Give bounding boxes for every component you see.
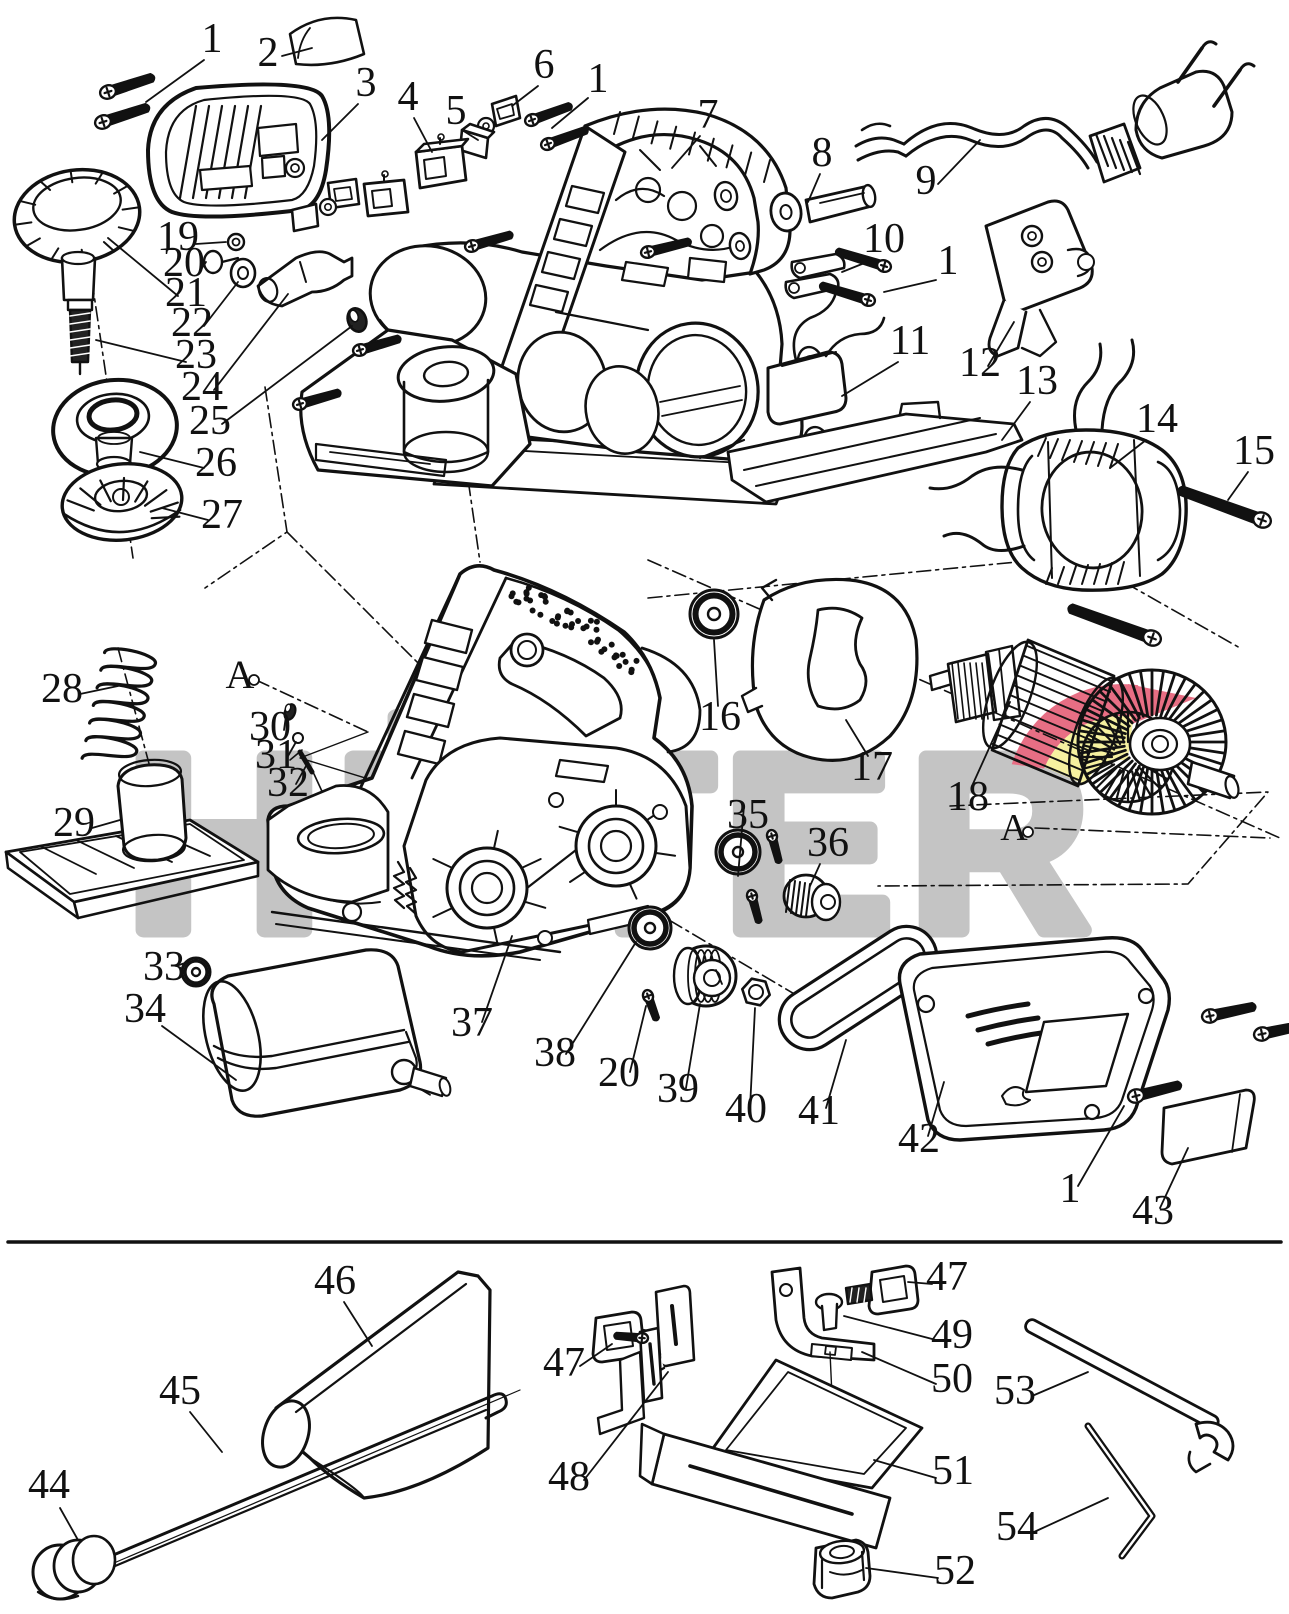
svg-text:43: 43 [1132,1188,1174,1234]
svg-text:12: 12 [959,340,1001,386]
svg-text:11: 11 [890,318,930,364]
svg-text:27: 27 [201,492,243,538]
svg-text:32: 32 [267,760,309,806]
svg-text:8: 8 [812,130,833,176]
svg-text:9: 9 [916,158,937,204]
svg-text:39: 39 [657,1066,699,1112]
svg-text:47: 47 [926,1254,968,1300]
svg-text:1: 1 [938,238,959,284]
svg-text:17: 17 [851,744,893,790]
svg-text:1: 1 [588,56,609,102]
svg-text:29: 29 [53,800,95,846]
svg-text:53: 53 [994,1368,1036,1414]
svg-text:50: 50 [931,1356,973,1402]
svg-text:13: 13 [1016,358,1058,404]
svg-text:44: 44 [28,1462,70,1508]
svg-text:46: 46 [314,1258,356,1304]
svg-text:40: 40 [725,1086,767,1132]
svg-text:10: 10 [863,216,905,262]
svg-text:7: 7 [698,92,719,138]
svg-text:1: 1 [1060,1166,1081,1212]
svg-text:38: 38 [534,1030,576,1076]
svg-text:14: 14 [1136,396,1178,442]
svg-text:2: 2 [258,30,279,76]
svg-text:45: 45 [159,1368,201,1414]
svg-text:4: 4 [398,74,419,120]
svg-text:33: 33 [143,944,185,990]
svg-text:5: 5 [446,88,467,134]
svg-text:28: 28 [41,666,83,712]
svg-text:3: 3 [356,60,377,106]
svg-text:15: 15 [1233,428,1275,474]
svg-text:54: 54 [996,1504,1038,1550]
svg-text:52: 52 [934,1548,976,1594]
svg-text:47: 47 [543,1340,585,1386]
svg-text:35: 35 [727,792,769,838]
svg-text:6: 6 [534,42,555,88]
svg-text:1: 1 [202,16,223,62]
svg-text:A: A [226,652,255,697]
svg-text:42: 42 [898,1116,940,1162]
svg-text:16: 16 [699,694,741,740]
svg-text:18: 18 [947,774,989,820]
svg-text:36: 36 [807,820,849,866]
svg-text:49: 49 [931,1312,973,1358]
svg-text:26: 26 [195,440,237,486]
svg-text:41: 41 [798,1088,840,1134]
svg-text:51: 51 [932,1448,974,1494]
svg-text:34: 34 [124,986,166,1032]
svg-text:48: 48 [548,1454,590,1500]
